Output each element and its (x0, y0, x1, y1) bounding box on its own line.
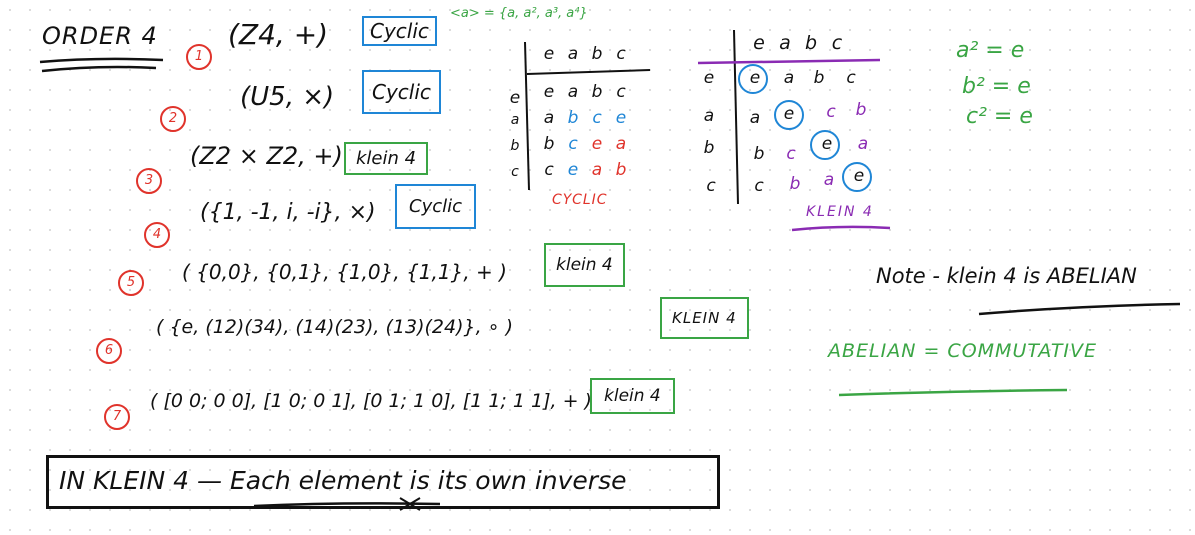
cyclic-cell: c (616, 82, 626, 102)
cyclic-row-label: c (511, 164, 519, 180)
example-set-5: ( {0,0}, {0,1}, {1,0}, {1,1}, + ) (182, 260, 507, 284)
title: ORDER 4 (42, 22, 158, 50)
klein-cell: c (754, 176, 764, 196)
cyclic-cell: e (591, 134, 603, 154)
cyclic-cell: c (592, 108, 602, 128)
cyclic-cell: e (567, 160, 579, 180)
example-number-5: 5 (118, 270, 144, 296)
example-label-1: Cyclic (362, 16, 437, 46)
cyclic-header-e: e (543, 44, 555, 64)
example-set-1: (Z4, +) (228, 18, 329, 51)
example-number-6: 6 (96, 338, 122, 364)
cyclic-row-label: e (509, 88, 521, 108)
klein-cell: b (753, 144, 765, 164)
cyclic-cell: b (591, 82, 603, 102)
example-set-4: ({1, -1, i, -i}, ×) (200, 200, 376, 225)
klein-header-a: a (779, 32, 791, 54)
klein-cell: b (813, 68, 825, 88)
footer-underline (253, 497, 441, 511)
klein-cell: c (786, 144, 796, 164)
abelian-definition: ABELIAN = COMMUTATIVE (828, 340, 1098, 362)
klein-header-e: e (753, 32, 765, 54)
example-set-6: ( {e, (12)(34), (14)(23), (13)(24)}, ∘ ) (156, 316, 513, 338)
square-c: c² = e (966, 104, 1033, 129)
example-number-4: 4 (144, 222, 170, 248)
klein-cell: a (823, 170, 835, 190)
klein-cell: a (749, 108, 761, 128)
klein-header-b: b (804, 32, 818, 54)
cyclic-cell: a (567, 82, 579, 102)
diagonal-circle-4 (842, 162, 872, 192)
cyclic-cell: c (544, 160, 554, 180)
klein-row-label: a (703, 106, 715, 126)
title-underline (39, 57, 164, 73)
example-label-2: Cyclic (362, 70, 441, 114)
example-number-3: 3 (136, 168, 162, 194)
example-set-2: (U5, ×) (240, 82, 335, 112)
cyclic-row-label: b (510, 138, 520, 154)
cyclic-row-label: a (510, 112, 520, 128)
cyclic-table-grid (524, 41, 651, 191)
diagonal-circle-2 (774, 100, 804, 130)
cyclic-cell: b (567, 108, 579, 128)
cyclic-cell: a (543, 108, 555, 128)
cyclic-cell: b (615, 160, 627, 180)
example-set-3: (Z2 × Z2, +) (190, 142, 343, 170)
square-b: b² = e (962, 74, 1031, 99)
klein-caption-underline (791, 225, 891, 232)
diagonal-circle-1 (738, 64, 768, 94)
abelian-note: Note - klein 4 is ABELIAN (876, 264, 1137, 288)
klein-cell: b (855, 100, 867, 120)
klein-cell: b (789, 174, 801, 194)
example-number-1: 1 (186, 44, 212, 70)
klein-row-label: b (703, 138, 715, 158)
example-label-4: Cyclic (395, 184, 477, 229)
klein-caption: KLEIN 4 (806, 204, 874, 220)
example-number-2: 2 (160, 106, 186, 132)
example-set-7: ( [0 0; 0 0], [1 0; 0 1], [0 1; 1 0], [1… (150, 390, 592, 412)
klein-row-label: c (706, 176, 716, 196)
definition-underline (838, 388, 1068, 397)
klein-cell: a (783, 68, 795, 88)
cyclic-header-a: a (567, 44, 579, 64)
inverse-statement-box: IN KLEIN 4 — Each element is its own inv… (46, 455, 720, 509)
example-label-3: klein 4 (344, 142, 429, 175)
cyclic-cell: a (591, 160, 603, 180)
klein-cell: c (846, 68, 856, 88)
klein-cell: c (826, 102, 836, 122)
cyclic-cell: b (543, 134, 555, 154)
example-label-6: KLEIN 4 (660, 297, 749, 339)
example-label-5: klein 4 (544, 243, 625, 287)
cyclic-cell: c (568, 134, 578, 154)
square-a: a² = e (956, 38, 1025, 63)
generator-note: <a> = {a, a², a³, a⁴} (450, 6, 588, 21)
klein-row-label: e (703, 68, 715, 88)
note-underline (978, 302, 1181, 316)
cyclic-header-b: b (591, 44, 603, 64)
cyclic-cell: a (615, 134, 627, 154)
example-number-7: 7 (104, 404, 130, 430)
klein-header-c: c (831, 32, 843, 54)
cyclic-cell: e (543, 82, 555, 102)
inverse-statement: IN KLEIN 4 — Each element is its own inv… (59, 466, 627, 495)
cyclic-cell: e (615, 108, 627, 128)
klein-cell: a (857, 134, 869, 154)
cyclic-header-c: c (616, 44, 626, 64)
cyclic-caption: CYCLIC (552, 192, 608, 208)
klein-table-grid (697, 29, 881, 205)
diagonal-circle-3 (810, 130, 840, 160)
example-label-7: klein 4 (590, 378, 675, 414)
